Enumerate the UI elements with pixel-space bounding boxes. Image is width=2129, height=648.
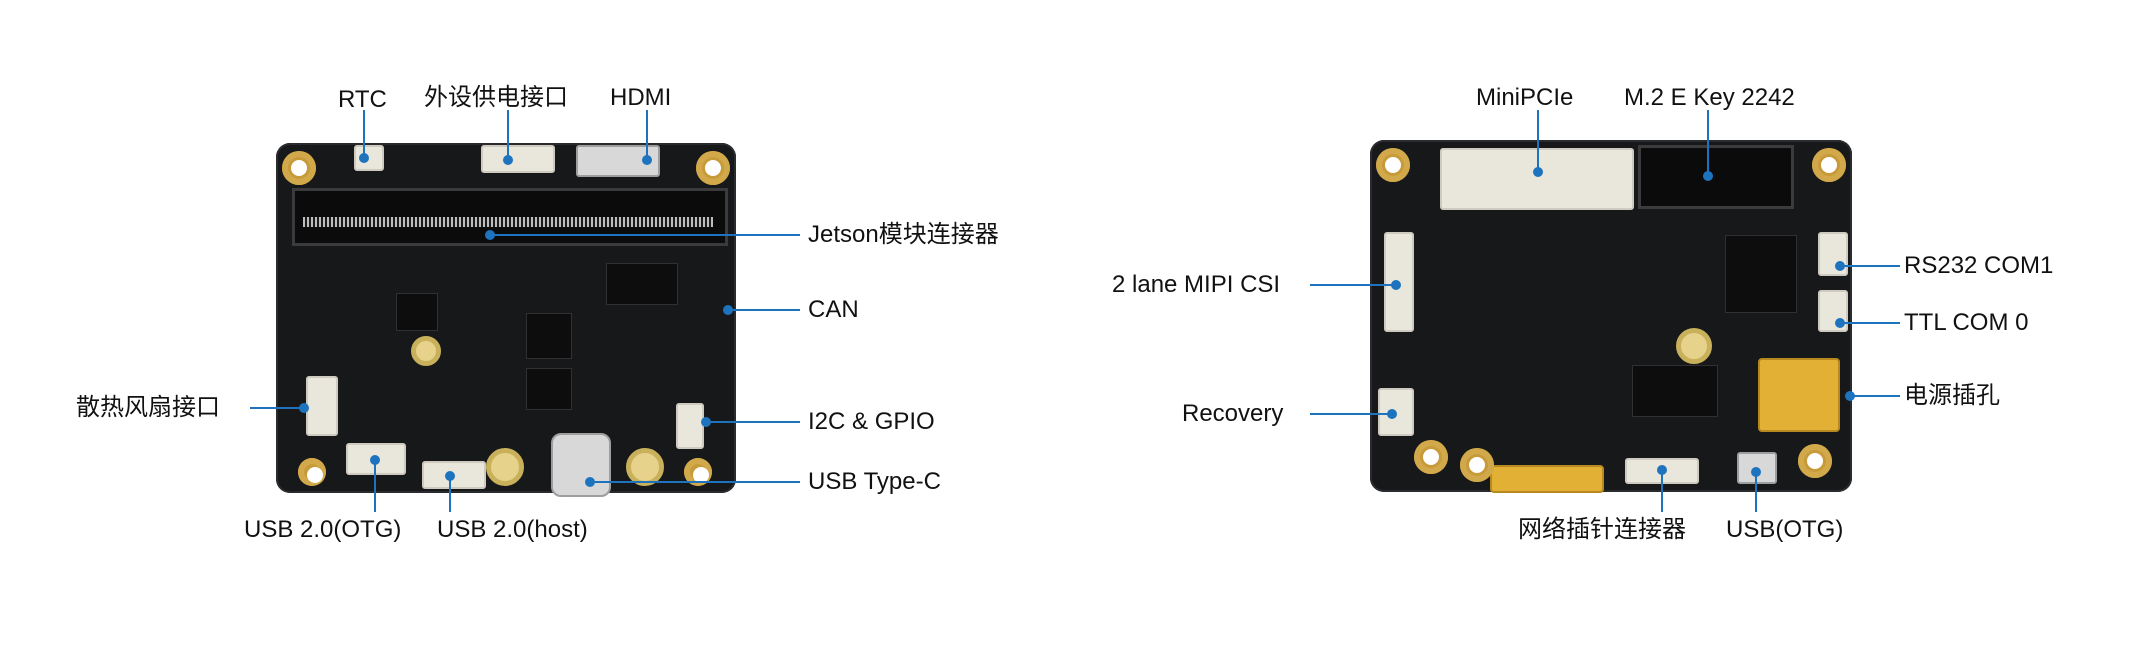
recovery-button — [1378, 388, 1414, 436]
mount-hole — [1798, 444, 1832, 478]
label-power-out: 外设供电接口 — [424, 84, 568, 111]
pad — [626, 448, 664, 486]
label-usb-otg: USB 2.0(OTG) — [244, 516, 402, 543]
inductor — [526, 368, 572, 410]
label-power-jack: 电源插孔 — [1904, 382, 2000, 409]
power-jack — [1758, 358, 1840, 432]
mount-hole — [1414, 440, 1448, 474]
usb-typec-connector — [551, 433, 611, 497]
label-usb-typec: USB Type-C — [808, 468, 941, 495]
mount-hole — [1812, 148, 1846, 182]
label-recovery: Recovery — [1182, 400, 1284, 427]
jetson-module-slot — [292, 188, 728, 246]
label-m2: M.2 E Key 2242 — [1624, 84, 1795, 111]
inductor — [526, 313, 572, 359]
gold-edge — [1490, 465, 1604, 493]
mount-hole — [282, 151, 316, 185]
pad — [486, 448, 524, 486]
mount-hole — [696, 151, 730, 185]
label-mipi: 2 lane MIPI CSI — [1112, 271, 1281, 298]
mount-hole — [1376, 148, 1410, 182]
label-rs232: RS232 COM1 — [1904, 252, 2054, 279]
label-usb-host: USB 2.0(host) — [437, 516, 588, 543]
chip — [1632, 365, 1718, 417]
mount-hole — [1460, 448, 1494, 482]
label-fan: 散热风扇接口 — [76, 394, 220, 421]
mount-hole — [298, 458, 326, 486]
label-rtc: RTC — [338, 86, 387, 113]
chip — [396, 293, 438, 331]
standoff — [1676, 328, 1712, 364]
label-network: 网络插针连接器 — [1518, 516, 1686, 543]
standoff — [411, 336, 441, 366]
chip — [606, 263, 678, 305]
fan-connector — [306, 376, 338, 436]
power-out-connector — [481, 145, 555, 173]
label-jetson: Jetson模块连接器 — [808, 221, 999, 248]
label-can: CAN — [808, 296, 859, 323]
chip — [1725, 235, 1797, 313]
left-carrier-board — [276, 143, 736, 497]
label-usb-otg-right: USB(OTG) — [1726, 516, 1844, 543]
label-hdmi: HDMI — [610, 84, 672, 111]
label-i2c-gpio: I2C & GPIO — [808, 408, 935, 435]
m2-slot — [1638, 145, 1794, 209]
label-minipcie: MiniPCIe — [1476, 84, 1574, 111]
label-ttl: TTL COM 0 — [1904, 309, 2029, 336]
